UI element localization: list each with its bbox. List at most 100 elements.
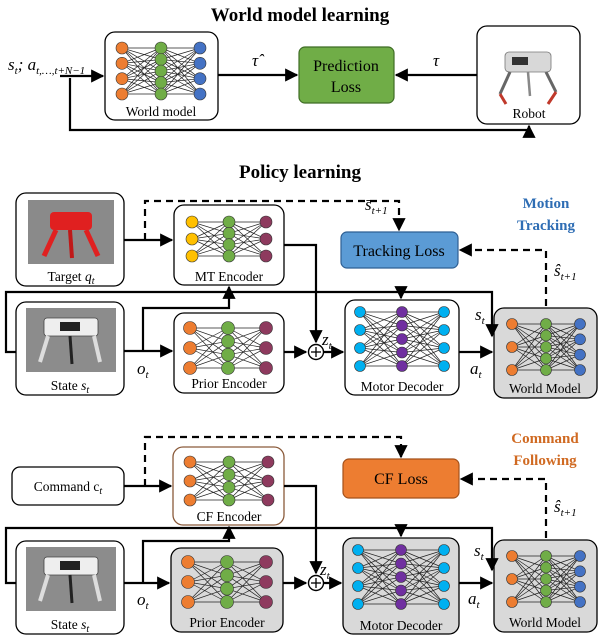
command-to-cf-loss-dash	[143, 435, 408, 486]
mt-to-sum-arrow	[284, 243, 323, 344]
nn-node	[574, 580, 586, 593]
nn-node	[354, 342, 366, 354]
state-to-wm-arrow-cf	[401, 526, 499, 572]
cf-loss-box	[342, 458, 460, 499]
prediction-loss-box	[298, 46, 395, 104]
nn-node	[540, 550, 552, 562]
nn-node	[540, 573, 552, 585]
nn-node	[222, 249, 236, 263]
tau-hat-label: τ̂	[252, 51, 265, 70]
nn-node	[352, 598, 364, 610]
robot-label: Robot	[512, 106, 545, 121]
cf-loss-label: CF Loss	[374, 471, 428, 488]
nn-node	[115, 57, 129, 70]
world-model-network-mt	[506, 318, 586, 376]
nn-node	[222, 468, 236, 481]
cf-to-sum-arrow	[284, 484, 323, 575]
world-model-label-mt: World Model	[509, 381, 581, 396]
nn-node	[221, 361, 235, 375]
nn-node	[220, 568, 234, 583]
nn-node	[438, 580, 450, 592]
nn-node	[396, 306, 408, 318]
prediction-loss-line1: Prediction	[313, 58, 379, 75]
tau-label: τ	[433, 51, 440, 70]
nn-node	[185, 232, 199, 246]
nn-node	[222, 455, 236, 469]
nn-node	[220, 581, 234, 596]
command-following-title-1: Command	[511, 431, 579, 447]
a-t-label-mt: at	[470, 359, 483, 381]
nn-node	[352, 562, 364, 574]
nn-node	[154, 41, 168, 55]
prior-encoder-network-cf	[181, 555, 273, 609]
nn-node	[540, 364, 552, 376]
nn-node	[438, 342, 450, 354]
nn-node	[193, 57, 207, 70]
s-bar-label: s̄t+1	[365, 195, 388, 217]
cf-encoder-label: CF Encoder	[197, 509, 262, 524]
nn-node	[540, 352, 552, 365]
ot-to-mt-arrow	[141, 285, 236, 351]
motor-decoder-label-cf: Motor Decoder	[360, 618, 443, 633]
cf-encoder-network	[183, 455, 275, 507]
nn-node	[395, 584, 407, 597]
nn-node	[259, 321, 273, 335]
nn-node	[438, 360, 450, 372]
nn-node	[222, 215, 236, 229]
nn-node	[261, 474, 275, 488]
nn-node	[261, 493, 275, 507]
nn-node	[540, 596, 552, 608]
nn-node	[506, 364, 518, 376]
s-t-label-mt: st	[475, 305, 486, 327]
nn-node	[574, 596, 586, 608]
z-t-label-mt: zt	[321, 330, 333, 352]
wm-to-cf-loss-dash	[459, 472, 548, 538]
nn-node	[396, 360, 408, 372]
motor-decoder-label-mt: Motor Decoder	[361, 379, 444, 394]
state-label-cf: State st	[51, 617, 90, 635]
mt-encoder-label: MT Encoder	[195, 269, 264, 284]
wm-to-tracking-loss-dash	[458, 243, 548, 306]
nn-node	[506, 573, 518, 585]
nn-node	[395, 544, 407, 556]
nn-node	[222, 238, 236, 251]
world-model-label-cf: World Model	[509, 615, 581, 630]
state-to-decoder-arrow	[4, 286, 408, 354]
nn-node	[259, 215, 273, 229]
tracking-loss-box	[340, 231, 459, 269]
nn-node	[438, 562, 450, 574]
nn-node	[438, 306, 450, 318]
nn-node	[438, 324, 450, 336]
nn-node	[183, 493, 197, 507]
prior-encoder-label-mt: Prior Encoder	[191, 376, 267, 391]
nn-node	[259, 249, 273, 263]
motion-tracking-title-1: Motion	[523, 196, 570, 212]
nn-node	[540, 318, 552, 330]
nn-node	[185, 215, 199, 229]
nn-node	[115, 72, 129, 85]
prior-encoder-label-cf: Prior Encoder	[189, 615, 265, 630]
nn-node	[154, 76, 168, 89]
nn-node	[352, 580, 364, 592]
a-t-label-cf: at	[468, 589, 481, 611]
nn-node	[506, 341, 518, 353]
nn-node	[396, 319, 408, 332]
target-label: Target qt	[48, 269, 95, 287]
mt-encoder-network	[185, 215, 273, 263]
nn-node	[574, 333, 586, 346]
command-following-title-2: Following	[513, 453, 577, 469]
nn-node	[259, 595, 273, 609]
nn-node	[181, 595, 195, 609]
prediction-loss-line2: Loss	[331, 79, 361, 96]
world-model-label: World model	[126, 104, 197, 119]
nn-node	[221, 334, 235, 349]
command-label: Command ct	[34, 479, 103, 497]
nn-node	[259, 232, 273, 246]
nn-node	[181, 555, 195, 569]
nn-node	[506, 550, 518, 562]
nn-node	[574, 565, 586, 578]
world-model-network	[115, 41, 207, 101]
nn-node	[259, 575, 273, 589]
nn-node	[183, 361, 197, 375]
nn-node	[540, 561, 552, 574]
